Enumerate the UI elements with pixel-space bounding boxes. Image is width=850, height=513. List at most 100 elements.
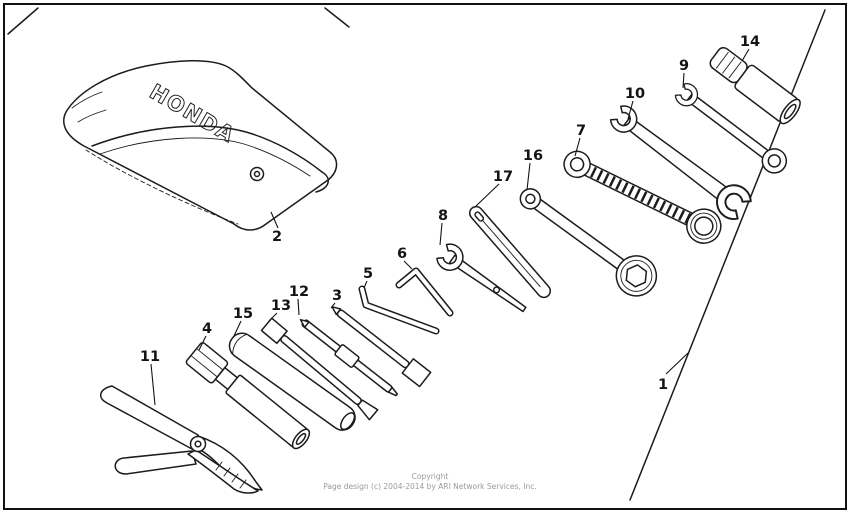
small-eye-hole xyxy=(525,193,536,205)
ring-wrench-long-illustration xyxy=(519,188,658,297)
footer-copyright-line2: Page design (c) 2004-2014 by ARI Network… xyxy=(323,482,537,491)
pliers-pivot-pin xyxy=(194,440,202,448)
bag-flap-edge xyxy=(91,125,323,173)
callout-leader-2 xyxy=(270,211,279,229)
knurl-line xyxy=(722,56,736,74)
ring-hole xyxy=(767,154,782,168)
callout-leader-1 xyxy=(665,352,689,375)
wrench-shaft xyxy=(448,254,527,313)
open-end-wrench-small-illustration xyxy=(672,80,788,174)
bore xyxy=(295,432,307,445)
callout-number-3: 3 xyxy=(332,288,342,304)
bag-crease xyxy=(71,91,103,109)
callout-leader-5 xyxy=(363,280,368,289)
callout-leader-6 xyxy=(403,260,413,270)
blade-tip xyxy=(357,399,379,421)
hex-hole xyxy=(625,264,648,288)
bag-outline xyxy=(63,60,338,231)
hex-facet-line xyxy=(191,355,217,377)
callout-number-4: 4 xyxy=(202,321,212,337)
hex-facet-line xyxy=(196,348,223,370)
jaw-teeth xyxy=(231,473,239,483)
tool-bag-illustration: HONDA xyxy=(63,60,338,231)
bit-collar xyxy=(334,344,360,368)
callout-number-16: 16 xyxy=(523,148,543,164)
handle-bar-illustration xyxy=(468,205,552,299)
callout-number-6: 6 xyxy=(397,246,407,262)
callout-number-2: 2 xyxy=(272,229,282,245)
pliers-illustration xyxy=(100,385,263,494)
callout-number-11: 11 xyxy=(140,349,160,365)
callout-number-7: 7 xyxy=(576,123,586,139)
tube-cap-line xyxy=(232,334,247,354)
pliers-lower-jaw xyxy=(187,449,259,494)
shaft-hole xyxy=(493,286,501,294)
jaw-teeth xyxy=(239,479,247,489)
spark-plug-socket-illustration xyxy=(709,46,801,125)
callout-leader-7 xyxy=(574,137,581,157)
pliers-upper-handle xyxy=(100,385,199,450)
hex-key-outline xyxy=(358,285,440,335)
hex-key-large-illustration xyxy=(395,267,454,317)
callout-number-17: 17 xyxy=(493,169,513,185)
bar-center-line xyxy=(479,216,541,288)
knurl-line xyxy=(728,61,742,79)
callout-leader-15 xyxy=(233,320,242,337)
bag-stitching xyxy=(85,149,239,225)
callout-leader-14 xyxy=(741,48,750,62)
jaw-teeth xyxy=(215,461,223,471)
footer-copyright-line1: Copyright xyxy=(412,472,449,481)
callout-number-8: 8 xyxy=(438,208,448,224)
spark-plug-wrench-illustration xyxy=(185,342,311,450)
callout-number-12: 12 xyxy=(289,284,309,300)
callout-number-15: 15 xyxy=(233,306,253,322)
hex-key-small-illustration xyxy=(358,285,440,335)
bag-flap-inner-edge xyxy=(99,137,311,177)
pliers-lower-handle xyxy=(114,450,197,475)
hex-key-fill xyxy=(360,287,438,333)
perspective-line xyxy=(629,9,826,501)
box-end-wrench-illustration xyxy=(563,150,722,244)
screwdriver-blade-illustration xyxy=(260,317,379,421)
bit-plate xyxy=(401,358,432,388)
callout-number-13: 13 xyxy=(271,298,291,314)
double-end-bit-illustration xyxy=(299,318,399,397)
callout-number-10: 10 xyxy=(625,86,645,102)
callout-number-5: 5 xyxy=(363,266,373,282)
callout-number-14: 14 xyxy=(740,34,760,50)
snap-button-center xyxy=(253,170,261,178)
flat-tip xyxy=(387,386,399,397)
callout-number-9: 9 xyxy=(679,58,689,74)
bit-tip xyxy=(331,306,342,316)
callout-leader-8 xyxy=(439,222,443,246)
callout-leader-9 xyxy=(682,72,685,89)
callout-leader-12 xyxy=(297,298,300,316)
hex-key-fill xyxy=(397,269,452,315)
callout-leader-10 xyxy=(627,100,634,120)
ring-bevel xyxy=(620,259,653,292)
bar-slot xyxy=(474,211,485,222)
bag-crease xyxy=(77,109,107,123)
frame-tick-topleft xyxy=(7,7,39,35)
frame-tick-top xyxy=(324,7,350,28)
callout-leader-4 xyxy=(198,335,207,351)
callout-leader-17 xyxy=(475,183,500,207)
socket-bore xyxy=(783,103,797,120)
knurl-line xyxy=(715,51,729,69)
callout-leader-13 xyxy=(268,312,278,322)
jaw-teeth xyxy=(223,467,231,477)
bag-curl xyxy=(315,171,329,193)
wrench-shaft xyxy=(532,197,626,271)
callout-leader-11 xyxy=(150,363,156,406)
blade-flag xyxy=(260,317,288,345)
thin-open-end-wrench-illustration xyxy=(433,240,527,313)
tube-opening xyxy=(340,412,356,431)
ring-bevel xyxy=(690,212,718,240)
tube-body xyxy=(228,332,356,431)
callout-leader-3 xyxy=(330,302,336,309)
ring-hole-small xyxy=(569,157,585,172)
screwdriver-bit-illustration xyxy=(331,306,432,388)
callout-number-1: 1 xyxy=(658,377,668,393)
